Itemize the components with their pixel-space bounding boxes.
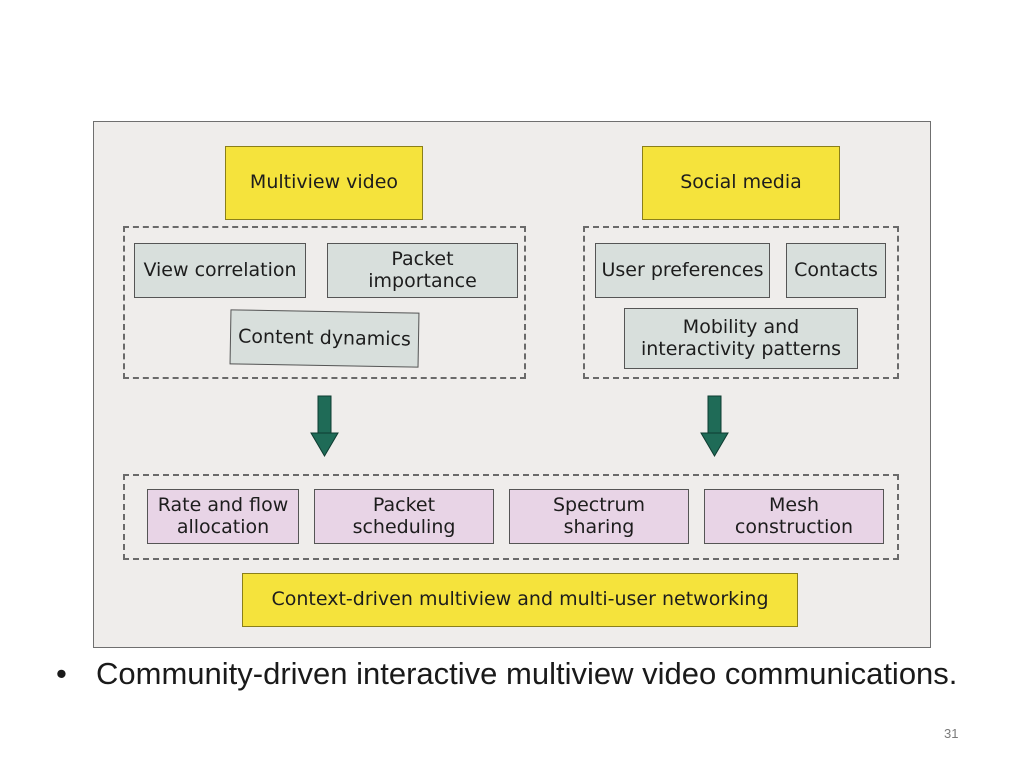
- right-down-arrow-icon: [700, 395, 729, 457]
- bullet-icon: •: [56, 656, 67, 691]
- rate-flow-allocation-box: Rate and flow allocation: [147, 489, 299, 544]
- bullet-text: Community-driven interactive multiview v…: [96, 656, 958, 691]
- multiview-video-box: Multiview video: [225, 146, 423, 220]
- packet-importance-box: Packet importance: [327, 243, 518, 298]
- mobility-patterns-box: Mobility and interactivity patterns: [624, 308, 858, 369]
- packet-scheduling-box: Packet scheduling: [314, 489, 494, 544]
- bullet-item: • Community-driven interactive multiview …: [56, 656, 957, 692]
- view-correlation-box: View correlation: [134, 243, 306, 298]
- right-group: [583, 226, 899, 379]
- bottom-group: [123, 474, 899, 560]
- left-group: [123, 226, 526, 379]
- page-number: 31: [944, 726, 959, 741]
- spectrum-sharing-box: Spectrum sharing: [509, 489, 689, 544]
- contacts-box: Contacts: [786, 243, 886, 298]
- social-media-box: Social media: [642, 146, 840, 220]
- user-preferences-box: User preferences: [595, 243, 770, 298]
- mesh-construction-box: Mesh construction: [704, 489, 884, 544]
- left-down-arrow-icon: [310, 395, 339, 457]
- output-networking-box: Context-driven multiview and multi-user …: [242, 573, 798, 627]
